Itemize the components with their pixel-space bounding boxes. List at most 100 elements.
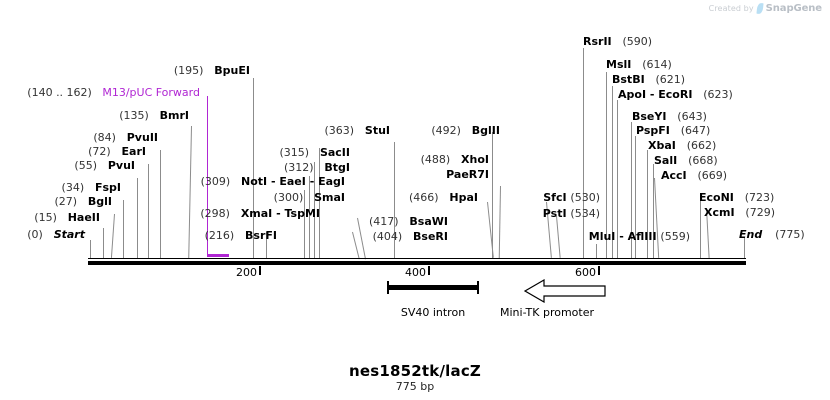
label-name: StuI	[364, 124, 390, 137]
label-pvuii[interactable]: (84) PvuII	[93, 132, 158, 144]
label-bseyi[interactable]: BseYI (643)	[632, 111, 707, 123]
label-haeii[interactable]: (15) HaeII	[34, 212, 100, 224]
label-end[interactable]: End (775)	[739, 229, 805, 241]
label-xbai[interactable]: XbaI (662)	[648, 140, 716, 152]
leader-line	[612, 86, 613, 258]
leader-line	[631, 122, 632, 258]
label-fspi[interactable]: (34) FspI	[62, 182, 121, 194]
label-btgi[interactable]: (312) BtgI	[284, 162, 350, 174]
label-name: Start	[53, 228, 85, 241]
label-name: AccI	[661, 169, 687, 182]
mini-tk-promoter-label: Mini-TK promoter	[499, 306, 595, 319]
label-bseri[interactable]: (404) BseRI	[373, 231, 448, 243]
label-name: PvuII	[126, 131, 158, 144]
label-bsrfi[interactable]: (216) BsrFI	[205, 230, 277, 242]
label-name: XmaI - TspMI	[240, 207, 320, 220]
leader-line	[137, 178, 138, 258]
label-msli[interactable]: MslI (614)	[606, 59, 672, 71]
page-subtitle: 775 bp	[395, 380, 435, 393]
leader-line	[617, 100, 618, 258]
label-name: BglII	[471, 124, 500, 137]
label-position: (729)	[745, 206, 775, 219]
label-name: BtgI	[324, 161, 350, 174]
label-position: (0)	[27, 228, 43, 241]
page-title: nes1852tk/lacZ	[349, 362, 481, 380]
label-xhoi[interactable]: (488) XhoI	[421, 154, 489, 166]
leader-line	[110, 213, 115, 258]
label-position: (315)	[279, 146, 310, 159]
label-stui[interactable]: (363) StuI	[324, 125, 390, 137]
label-position: (298)	[200, 207, 230, 220]
m13-primer-bar	[207, 254, 229, 257]
label-apoi-ecori[interactable]: ApoI - EcoRI (623)	[618, 89, 733, 101]
label-sali[interactable]: SalI (668)	[654, 155, 718, 167]
label-bglii[interactable]: (492) BglII	[431, 125, 500, 137]
label-name: SalI	[654, 154, 678, 167]
label-name: BmrI	[159, 109, 189, 122]
label-name: BseYI	[632, 110, 667, 123]
label-m13-pUC-forward[interactable]: (140 .. 162) M13/pUC Forward	[27, 87, 200, 99]
ruler-label-200: 200	[236, 266, 257, 279]
label-xcmi[interactable]: XcmI (729)	[704, 207, 775, 219]
label-smai[interactable]: (300) SmaI	[274, 192, 345, 204]
label-name: HpaI	[449, 191, 478, 204]
label-hpai[interactable]: (466) HpaI	[409, 192, 478, 204]
label-name: XbaI	[648, 139, 676, 152]
label-position: (34)	[61, 181, 85, 194]
label-name: NotI - EaeI - EagI	[241, 175, 345, 188]
label-acci[interactable]: AccI (669)	[661, 170, 727, 182]
label-position: (27)	[54, 195, 78, 208]
label-position: (492)	[431, 124, 461, 137]
label-bsawi[interactable]: (417) BsaWI	[369, 216, 448, 228]
label-position: (404)	[372, 230, 403, 243]
label-bpuei[interactable]: (195) BpuEI	[174, 65, 250, 77]
label-position: (530)	[570, 191, 600, 204]
label-position: (647)	[680, 124, 711, 137]
label-bmri[interactable]: (135) BmrI	[119, 110, 189, 122]
label-psti[interactable]: PstI (534)	[543, 208, 600, 220]
label-name: HaeII	[67, 211, 100, 224]
label-position: (775)	[775, 228, 805, 241]
label-position: (84)	[93, 131, 116, 144]
label-sacii[interactable]: (315) SacII	[280, 147, 351, 159]
label-position: (590)	[622, 35, 653, 48]
label-rsrii[interactable]: RsrII (590)	[583, 36, 652, 48]
label-sfci[interactable]: SfcI (530)	[543, 192, 600, 204]
label-name: PstI	[542, 207, 567, 220]
leader-line	[492, 132, 493, 258]
label-position: (614)	[642, 58, 672, 71]
leader-line	[90, 240, 91, 258]
label-pvui[interactable]: (55) PvuI	[74, 160, 135, 172]
sv40-intron-label: SV40 intron	[400, 306, 466, 319]
label-position: (488)	[420, 153, 451, 166]
label-bstbi[interactable]: BstBI (621)	[612, 74, 685, 86]
leader-line	[188, 125, 192, 258]
label-paer7i[interactable]: PaeR7I	[446, 169, 489, 181]
label-start[interactable]: (0) Start	[27, 229, 85, 241]
label-name: MluI - AflIII	[588, 230, 657, 243]
label-position: (466)	[408, 191, 439, 204]
label-noti-eaei-eagi[interactable]: (309) NotI - EaeI - EagI	[201, 176, 345, 188]
label-econi[interactable]: EcoNI (723)	[699, 192, 774, 204]
label-bgli[interactable]: (27) BglI	[54, 196, 112, 208]
label-pspfi[interactable]: PspFI (647)	[636, 125, 710, 137]
label-name: EcoNI	[699, 191, 734, 204]
leader-line	[596, 244, 597, 258]
label-position: (417)	[368, 215, 399, 228]
watermark-prefix: Created by	[708, 4, 754, 13]
label-position: (195)	[173, 64, 204, 77]
label-mlui-afliii[interactable]: MluI - AflIII (559)	[589, 231, 690, 243]
label-name: ApoI - EcoRI	[618, 88, 693, 101]
label-eari[interactable]: (72) EarI	[88, 146, 146, 158]
label-position: (135)	[119, 109, 149, 122]
leader-line	[266, 232, 267, 258]
ruler-backbone	[88, 261, 746, 265]
snapgene-leaf-icon	[756, 2, 764, 15]
label-name: XcmI	[704, 206, 735, 219]
leader-line	[700, 194, 701, 258]
label-name: BseRI	[413, 230, 448, 243]
label-xmai-tspmi[interactable]: (298) XmaI - TspMI	[200, 208, 320, 220]
label-position: (662)	[686, 139, 717, 152]
label-position: (216)	[204, 229, 235, 242]
leader-line	[253, 78, 254, 258]
